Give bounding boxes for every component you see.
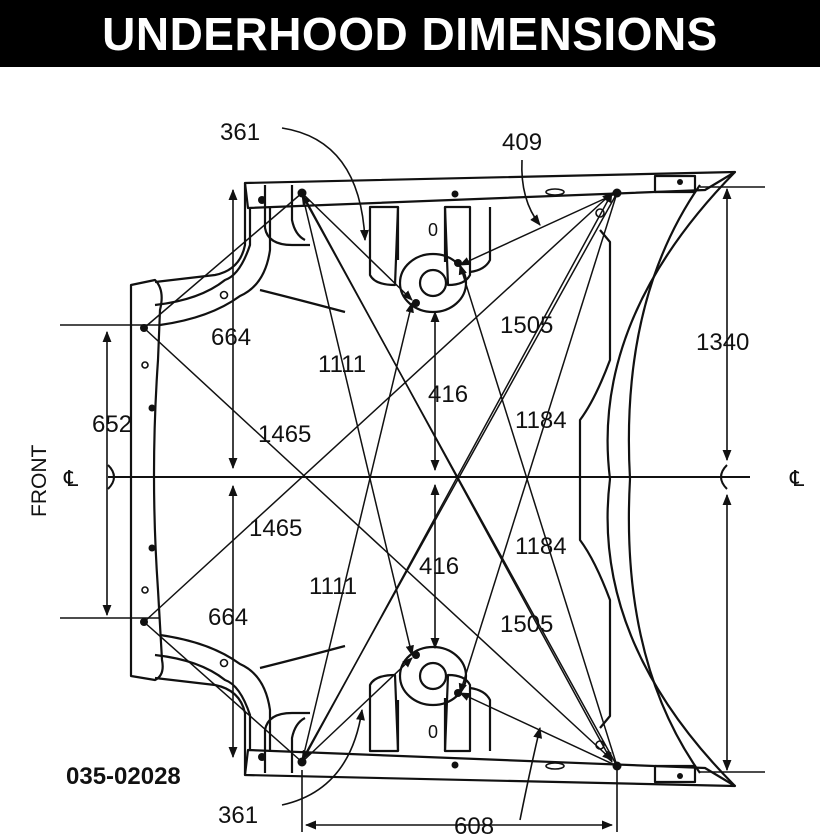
bottom-frame-rail — [243, 748, 737, 788]
dim-664-top-label: 664 — [211, 324, 251, 351]
shock-tower-bottom — [368, 673, 400, 753]
dim-664-bottom-label: 664 — [208, 604, 248, 631]
dim-1465-top-label: 1465 — [258, 421, 311, 448]
figure-code: 035-02028 — [66, 763, 181, 790]
dim-1184-top-label: 1184 — [515, 407, 567, 434]
dim-416-bottom-label: 416 — [419, 553, 459, 580]
strut-mark-bottom: 0 — [428, 722, 438, 742]
dim-608-label: 608 — [454, 813, 494, 839]
shock-tower-top — [368, 205, 400, 287]
centerline-symbol-right: ℄ — [789, 466, 805, 491]
dim-1505-top-label: 1505 — [500, 312, 553, 339]
dim-1111-top-label: 1111 — [318, 351, 366, 378]
centerline-symbol-left: ℄ — [63, 466, 79, 491]
dim-1184-bottom-label: 1184 — [515, 533, 567, 560]
front-label: FRONT — [28, 445, 51, 517]
dim-416-top-label: 416 — [428, 381, 468, 408]
dim-652-label: 652 — [92, 411, 132, 438]
page-title: UNDERHOOD DIMENSIONS — [0, 0, 820, 67]
dim-1340-label: 1340 — [696, 329, 749, 356]
dim-1465-bottom-label: 1465 — [249, 515, 302, 542]
strut-mark-top: 0 — [428, 220, 438, 240]
dim-361-bottom-label: 361 — [218, 802, 258, 829]
dim-1505-bottom-label: 1505 — [500, 611, 553, 638]
dim-1111-bottom-label: 1111 — [309, 573, 357, 600]
firewall — [578, 229, 612, 729]
radiator-support — [129, 278, 164, 682]
underhood-diagram: 361 409 664 1111 1505 1340 652 416 1184 … — [28, 119, 805, 839]
top-frame-rail — [243, 170, 737, 210]
dim-409-label: 409 — [502, 129, 542, 156]
dim-361-top-label: 361 — [220, 119, 260, 146]
